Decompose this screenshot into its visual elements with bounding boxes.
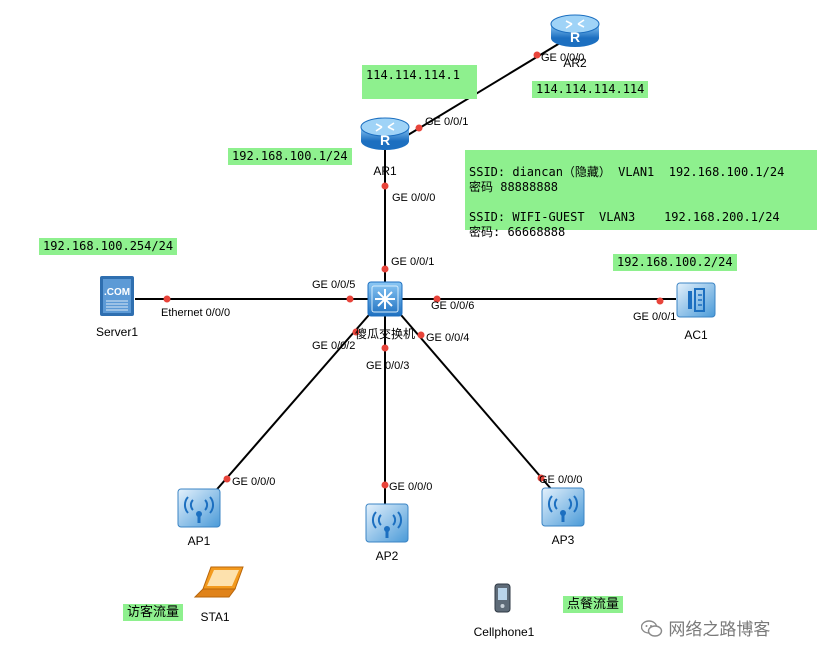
port-label-ar2-ge000: GE 0/0/0 — [541, 52, 584, 64]
port-label-sw-ge005: GE 0/0/5 — [312, 279, 355, 291]
watermark: 网络之路博客 — [640, 615, 771, 640]
node-label-ap2: AP2 — [376, 549, 399, 563]
note-ar1-wan-ip: 114.114.114.1 — [362, 65, 477, 99]
port-label-ap2-ge000: GE 0/0/0 — [389, 481, 432, 493]
cellphone-icon — [494, 583, 511, 613]
server-icon: .COM — [100, 276, 134, 316]
laptop-icon — [193, 566, 244, 598]
node-label-ac1: AC1 — [684, 328, 708, 342]
node-label-ap3: AP3 — [552, 533, 575, 547]
port-dots — [163, 51, 664, 489]
note-ssid-box: SSID: diancan（隐藏） VLAN1 192.168.100.1/24… — [465, 150, 817, 239]
svg-text:R: R — [380, 132, 390, 148]
port-label-ar1-ge000: GE 0/0/0 — [392, 192, 435, 204]
watermark-text: 网络之路博客 — [668, 620, 771, 640]
ap1-node[interactable]: AP1 — [177, 488, 221, 548]
port-label-sw-ge001: GE 0/0/1 — [391, 256, 434, 268]
port-label-sw-ge002: GE 0/0/2 — [312, 340, 355, 352]
note-server-ip: 192.168.100.254/24 — [39, 238, 178, 255]
port-label-ar1-ge001: GE 0/0/1 — [425, 116, 468, 128]
wireless-ap-icon — [365, 503, 409, 543]
port-labels: GE 0/0/0 GE 0/0/1 GE 0/0/0 GE 0/0/1 GE 0… — [161, 52, 676, 493]
port-dot-sw-ge001 — [381, 265, 389, 273]
router-ar1[interactable]: R AR1 — [360, 117, 410, 178]
node-label-sta1: STA1 — [200, 610, 229, 624]
server-node[interactable]: .COM Server1 — [96, 276, 138, 339]
port-dot-ac-ge001 — [656, 297, 664, 305]
port-dot-sw-ge006 — [433, 295, 441, 303]
port-label-sw-ge004: GE 0/0/4 — [426, 332, 469, 344]
links — [135, 42, 676, 506]
note-order-traffic: 点餐流量 — [563, 596, 624, 613]
port-dot-ar1-ge000 — [381, 182, 389, 190]
wechat-icon — [640, 620, 663, 638]
wireless-ap-icon — [177, 488, 221, 528]
port-dot-ap1-ge000 — [223, 475, 231, 483]
router-icon: R — [360, 117, 410, 150]
port-dot-ap2-ge000 — [381, 481, 389, 489]
port-dot-sw-ge004 — [417, 331, 425, 339]
sta1-node[interactable]: STA1 — [193, 566, 244, 624]
ssid-line-2: 密码 88888888 — [469, 180, 559, 194]
ap3-node[interactable]: AP3 — [541, 487, 585, 547]
node-label-ar1: AR1 — [373, 164, 397, 178]
wireless-ap-icon — [541, 487, 585, 527]
note-guest-traffic: 访客流量 — [123, 604, 184, 621]
server-badge: .COM — [104, 287, 130, 298]
node-label-switch: 傻瓜交换机 — [355, 326, 415, 341]
access-controller-icon — [676, 282, 716, 318]
port-label-ap1-ge000: GE 0/0/0 — [232, 476, 275, 488]
ac-node[interactable]: AC1 — [676, 282, 716, 342]
port-label-server-eth: Ethernet 0/0/0 — [161, 307, 230, 319]
port-label-ac-ge001: GE 0/0/1 — [633, 311, 676, 323]
port-dot-server-eth — [163, 295, 171, 303]
port-label-sw-ge006: GE 0/0/6 — [431, 300, 474, 312]
node-label-server1: Server1 — [96, 325, 138, 339]
node-label-ap1: AP1 — [188, 534, 211, 548]
port-dot-sw-ge002 — [352, 328, 360, 336]
node-label-ar2: AR2 — [563, 56, 587, 70]
router-ar2[interactable]: R AR2 — [550, 14, 600, 70]
note-ar2-ip: 114.114.114.114 — [532, 81, 649, 98]
ssid-line-3: SSID: WIFI-GUEST VLAN3 192.168.200.1/24 — [469, 210, 780, 224]
ap2-node[interactable]: AP2 — [365, 503, 409, 563]
ssid-line-1: SSID: diancan（隐藏） VLAN1 192.168.100.1/24 — [469, 165, 785, 179]
switch-icon — [367, 281, 403, 317]
switch-node[interactable]: 傻瓜交换机 — [355, 281, 415, 341]
port-dot-sw-ge003 — [381, 344, 389, 352]
port-dot-ar1-ge001 — [415, 124, 423, 132]
cellphone1-node[interactable]: Cellphone1 — [474, 583, 535, 639]
port-dot-ap3-ge000 — [537, 474, 545, 482]
link-ar1-ar2 — [402, 42, 561, 139]
router-icon: R — [550, 14, 600, 47]
ssid-line-4: 密码: 66668888 — [469, 225, 566, 239]
port-dot-ar2-ge000 — [533, 51, 541, 59]
node-label-cellphone1: Cellphone1 — [474, 625, 535, 639]
svg-text:R: R — [570, 29, 580, 45]
note-ac-ip: 192.168.100.2/24 — [613, 254, 737, 271]
link-switch-ap1 — [211, 307, 376, 496]
note-ar1-lan-ip: 192.168.100.1/24 — [228, 148, 352, 165]
port-label-ap3-ge000: GE 0/0/0 — [539, 474, 582, 486]
port-label-sw-ge003: GE 0/0/3 — [366, 360, 409, 372]
port-dot-sw-ge005 — [346, 295, 354, 303]
